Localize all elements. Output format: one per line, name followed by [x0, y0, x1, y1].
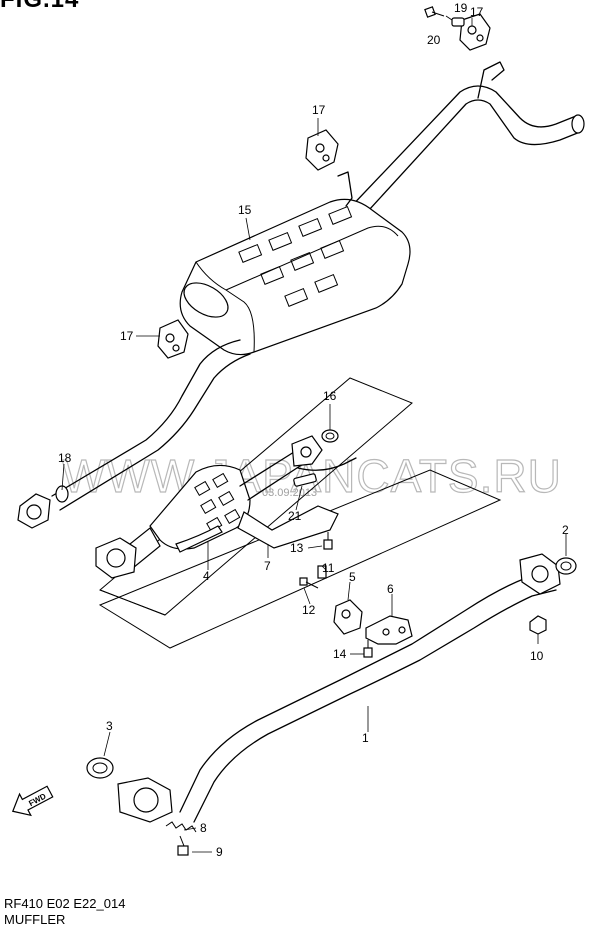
bolt-20	[424, 6, 445, 18]
callout-17-middle: 17	[312, 103, 326, 117]
callout-8: 8	[200, 821, 207, 835]
front-pipe-flange-upper	[519, 553, 561, 595]
diagram-title: MUFFLER	[4, 912, 66, 927]
main-muffler	[179, 171, 411, 356]
gasket-16	[321, 429, 339, 443]
callout-21: 21	[288, 509, 302, 523]
gasket-3	[86, 757, 114, 779]
oxygen-sensor-21	[293, 457, 357, 487]
callout-14: 14	[333, 647, 347, 661]
group-frame-hanger	[99, 589, 166, 616]
callout-6: 6	[387, 582, 394, 596]
bracket-7	[237, 505, 339, 549]
bolt-14	[363, 640, 373, 658]
callout-12: 12	[302, 603, 316, 617]
callout-5: 5	[349, 570, 356, 584]
callout-16: 16	[323, 389, 337, 403]
callout-4: 4	[203, 569, 210, 583]
cushion-19	[451, 17, 465, 27]
callout-20: 20	[427, 33, 441, 47]
callout-19: 19	[454, 1, 468, 15]
flange-18	[17, 485, 69, 529]
rubber-hanger-5	[333, 599, 363, 635]
bolt-12	[299, 577, 319, 589]
callout-17-left: 17	[120, 329, 134, 343]
callout-18: 18	[58, 451, 72, 465]
nut-10	[529, 615, 547, 635]
callout-15: 15	[238, 203, 252, 217]
callout-13: 13	[290, 541, 304, 555]
bracket-6	[365, 615, 413, 645]
callout-10: 10	[530, 649, 544, 663]
front-exhaust-pipe	[179, 573, 549, 813]
bolt-13	[323, 532, 333, 550]
tail-hanger-rod	[477, 61, 505, 99]
callout-7: 7	[264, 559, 271, 573]
callout-17-top: 17	[470, 5, 484, 19]
tail-pipe	[345, 85, 577, 213]
center-pipe	[51, 339, 241, 497]
front-pipe-flange-lower	[117, 777, 173, 823]
rubber-hanger-middle	[305, 129, 339, 171]
callout-1: 1	[362, 731, 369, 745]
bolt-9	[177, 835, 189, 856]
callout-11: 11	[322, 561, 335, 575]
callout-3: 3	[106, 719, 113, 733]
watermark-date: 03.09.2013	[262, 487, 317, 499]
gasket-2	[555, 557, 577, 575]
callout-2: 2	[562, 523, 569, 537]
fwd-direction-arrow: FWD	[11, 785, 54, 817]
callout-9: 9	[216, 845, 223, 859]
rubber-hanger-top	[459, 13, 491, 51]
figure-label: FIG.14	[0, 0, 79, 14]
catalytic-converter	[95, 435, 323, 579]
diagram-code: RF410 E02 E22_014	[4, 896, 126, 911]
tail-pipe-end	[571, 114, 585, 134]
rubber-hanger-left	[157, 319, 189, 359]
spring-8	[165, 821, 197, 833]
